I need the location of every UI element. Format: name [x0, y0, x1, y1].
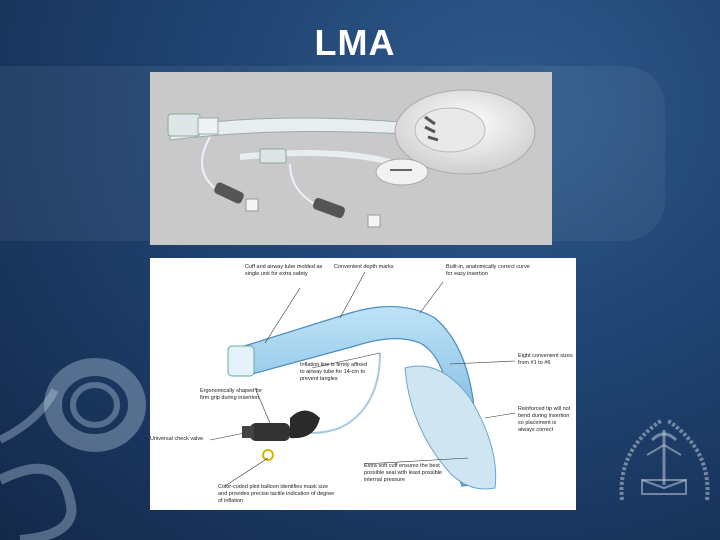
lma-photo	[150, 72, 552, 245]
callout-pilot-balloon: Color-coded pilot balloon identifies mas…	[218, 484, 335, 504]
callout-builtin-curve: Built-in, anatomically correct curve for…	[446, 264, 530, 277]
callout-check-valve: Universal check valve	[150, 436, 204, 442]
callout-ergonomic-shape: Ergonomically shaped for firm grip durin…	[200, 388, 263, 401]
slide-title: LMA	[314, 22, 396, 63]
lma-diagram: Cuff and airway tube molded as single un…	[150, 258, 576, 510]
callout-reinforced-tip: Reinforced tip will not bend during inse…	[518, 406, 571, 433]
stethoscope-icon	[0, 358, 146, 540]
callout-cuff-molded: Cuff and airway tube molded as single un…	[245, 264, 323, 277]
callout-soft-cuff: Extra soft cuff ensures the best possibl…	[364, 463, 442, 483]
university-emblem-icon	[619, 418, 710, 501]
lma-tube-illustration	[209, 271, 516, 490]
callout-eight-sizes: Eight convenient sizes from #1 to #6	[518, 353, 573, 366]
callout-depth-marks: Convenient depth marks	[334, 264, 394, 270]
callout-inflation-line: Inflation line is firmly affixed to airw…	[300, 362, 368, 382]
